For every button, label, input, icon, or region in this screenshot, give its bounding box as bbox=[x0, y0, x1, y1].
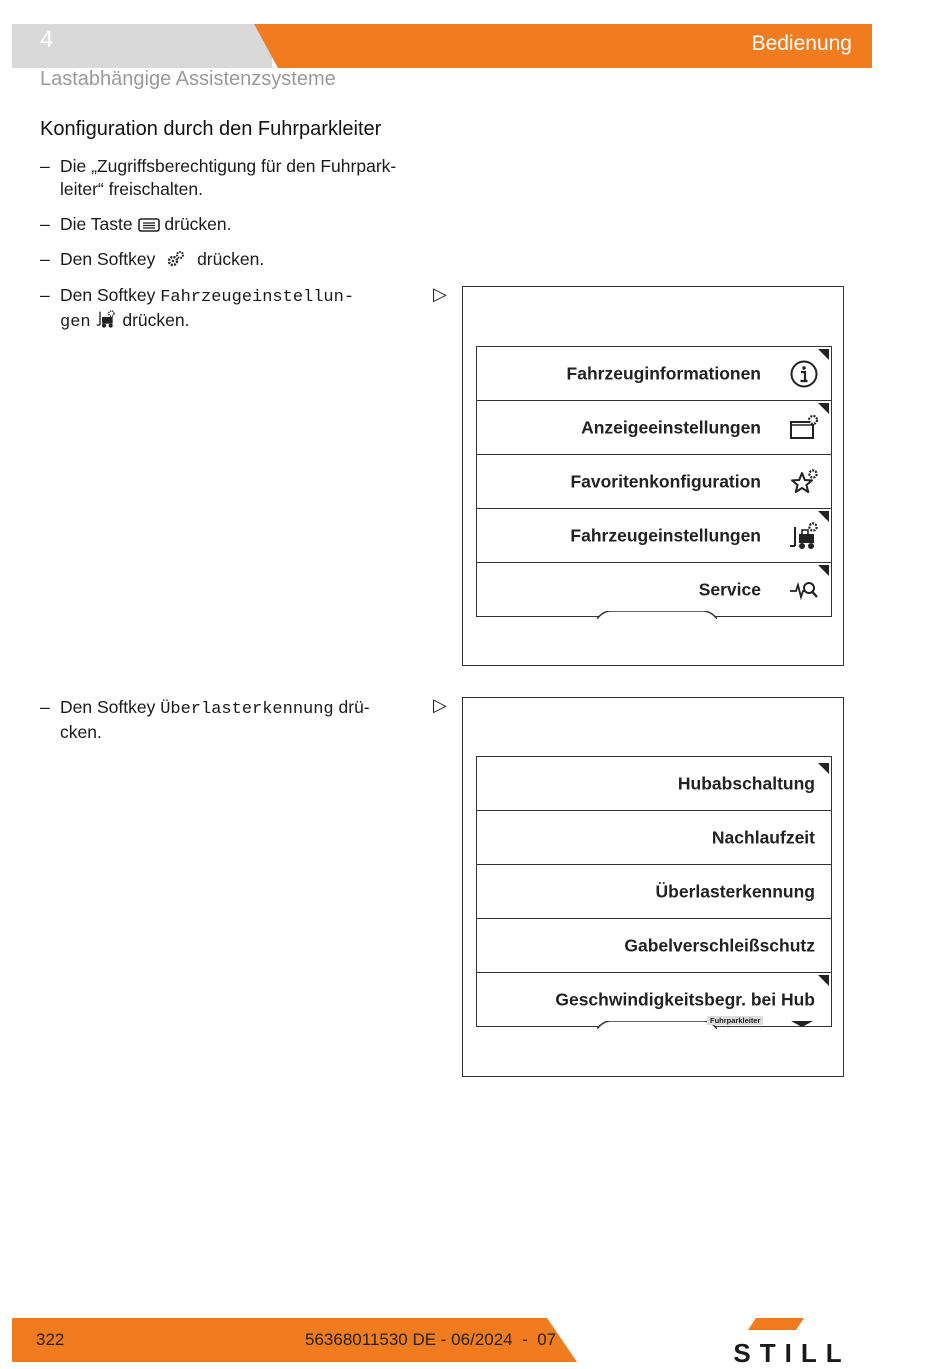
menu-item-label: Gabelverschleißschutz bbox=[624, 935, 815, 955]
section-subheading: Lastabhängige Assistenzsysteme bbox=[40, 68, 336, 90]
menu-item-label: Favoritenkonfiguration bbox=[570, 471, 761, 491]
menu-item-label: Nachlaufzeit bbox=[711, 827, 815, 847]
procedure-heading: Konfiguration durch den Fuhrparkleiter bbox=[40, 118, 382, 140]
menu-item-fahrzeugeinstellungen[interactable]: Fahrzeugeinstellungen bbox=[477, 509, 831, 563]
menu-item-label: Service bbox=[698, 579, 761, 599]
step-3-text-after: drücken. bbox=[197, 249, 265, 269]
role-tag: Fuhrparkleiter bbox=[707, 1016, 764, 1025]
scroll-corner-marker bbox=[818, 349, 829, 360]
menu-key-icon bbox=[137, 216, 160, 239]
step-3: – Den Softkey drücken. bbox=[40, 248, 430, 274]
menu-tab-indicator bbox=[597, 1021, 717, 1029]
step-1-line-2: leiter“ freischalten. bbox=[60, 179, 203, 199]
display-settings-icon bbox=[789, 413, 819, 443]
scroll-corner-marker bbox=[818, 403, 829, 414]
step-5-line-2: cken. bbox=[60, 722, 102, 742]
step-2-text-after: drücken. bbox=[164, 214, 232, 234]
still-logo-text: STILL bbox=[733, 1338, 850, 1364]
header-gray-band bbox=[12, 24, 272, 68]
result-marker-2: ▷ bbox=[433, 695, 447, 715]
step-3-text-before: Den Softkey bbox=[60, 249, 156, 269]
menu-item-nachlaufzeit[interactable]: Nachlaufzeit bbox=[477, 811, 831, 865]
menu-item-hubabschaltung[interactable]: Hubabschaltung bbox=[477, 757, 831, 811]
result-marker-1: ▷ bbox=[433, 284, 447, 304]
scroll-corner-marker bbox=[818, 511, 829, 522]
step-1-line-1: Die „Zugriffsberechtigung für den Fuhrpa… bbox=[60, 156, 397, 176]
step-5-softkey-name: Überlasterkennung bbox=[160, 700, 334, 719]
step-5: – Den Softkey Überlasterkennung drü- cke… bbox=[40, 696, 430, 744]
gears-icon bbox=[166, 250, 186, 274]
footer-orange-band bbox=[12, 1318, 577, 1362]
load-assist-menu: Hubabschaltung Nachlaufzeit Überlasterke… bbox=[476, 756, 832, 1029]
scroll-corner-marker bbox=[818, 763, 829, 774]
step-1: – Die „Zugriffsberechtigung für den Fuhr… bbox=[40, 155, 430, 201]
step-4: – Den Softkey Fahrzeugeinstellun- gen dr… bbox=[40, 284, 430, 335]
step-5-text-before: Den Softkey bbox=[60, 697, 156, 717]
menu-item-label: Überlasterkennung bbox=[655, 881, 815, 901]
step-4-text-after: drücken. bbox=[122, 310, 190, 330]
menu-item-gabelverschleissschutz[interactable]: Gabelverschleißschutz bbox=[477, 919, 831, 973]
page-header bbox=[12, 24, 872, 68]
menu-item-fahrzeuginformationen[interactable]: Fahrzeuginformationen bbox=[477, 347, 831, 401]
menu-item-anzeigeeinstellungen[interactable]: Anzeigeeinstellungen bbox=[477, 401, 831, 455]
still-logo: STILL bbox=[712, 1318, 872, 1368]
menu-item-label: Anzeigeeinstellungen bbox=[581, 417, 761, 437]
menu-item-label: Hubabschaltung bbox=[677, 773, 815, 793]
section-title: Bedienung bbox=[751, 32, 852, 55]
scroll-down-indicator bbox=[791, 1021, 813, 1027]
document-number: 56368011530 DE - 06/2024 - 07 bbox=[305, 1330, 557, 1349]
menu-item-ueberlasterkennung[interactable]: Überlasterkennung bbox=[477, 865, 831, 919]
chapter-number: 4 bbox=[40, 26, 54, 53]
step-4-softkey-name-2: gen bbox=[60, 313, 91, 332]
menu-item-label: Geschwindigkeitsbegr. bei Hub bbox=[555, 989, 815, 1009]
forklift-settings-icon bbox=[95, 309, 117, 335]
display-screen-load-assist-menu: Hubabschaltung Nachlaufzeit Überlasterke… bbox=[462, 697, 844, 1077]
step-4-text-before: Den Softkey bbox=[60, 285, 156, 305]
page-footer bbox=[12, 1318, 577, 1362]
menu-item-geschwindigkeitsbegr[interactable]: Geschwindigkeitsbegr. bei Hub bbox=[477, 973, 831, 1027]
step-2: – Die Taste drücken. bbox=[40, 213, 430, 239]
step-4-softkey-name-1: Fahrzeugeinstellun- bbox=[160, 288, 355, 307]
menu-item-label: Fahrzeuginformationen bbox=[566, 363, 761, 383]
menu-item-favoritenkonfiguration[interactable]: Favoritenkonfiguration bbox=[477, 455, 831, 509]
scroll-corner-marker bbox=[818, 975, 829, 986]
menu-item-label: Fahrzeugeinstellungen bbox=[570, 525, 761, 545]
step-5-text-after: drü- bbox=[338, 697, 370, 717]
page-number: 322 bbox=[36, 1330, 65, 1349]
forklift-settings-icon bbox=[789, 521, 819, 551]
service-search-icon bbox=[789, 575, 819, 605]
menu-item-service[interactable]: Service bbox=[477, 563, 831, 617]
scroll-corner-marker bbox=[818, 565, 829, 576]
step-2-text-before: Die Taste bbox=[60, 214, 133, 234]
main-menu: Fahrzeuginformationen Anzeigeeinstellung… bbox=[476, 346, 832, 619]
header-orange-band bbox=[254, 24, 872, 68]
star-settings-icon bbox=[789, 467, 819, 497]
menu-tab-indicator bbox=[597, 611, 717, 619]
display-screen-main-menu: Fahrzeuginformationen Anzeigeeinstellung… bbox=[462, 286, 844, 666]
info-icon bbox=[789, 359, 819, 389]
